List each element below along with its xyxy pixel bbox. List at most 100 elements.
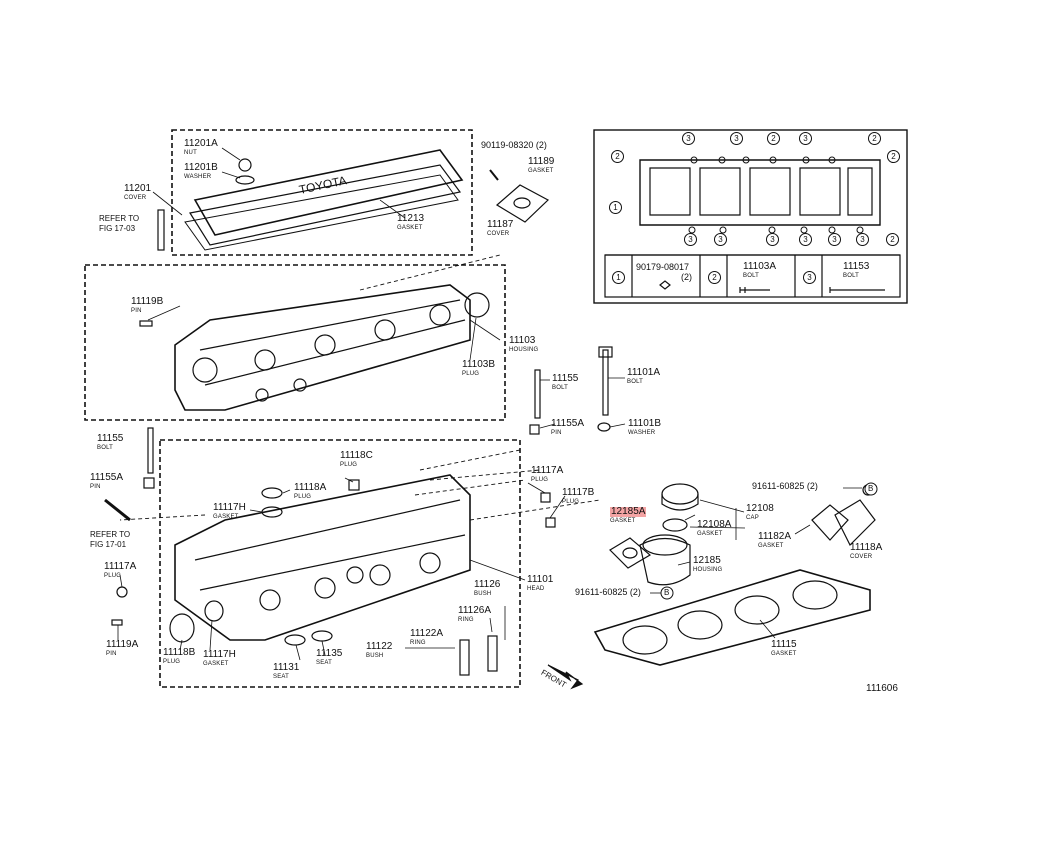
part-name: GASKET: [771, 651, 797, 657]
part-number: 11155A: [551, 418, 584, 429]
cover-11118A-drawing: [834, 499, 876, 547]
part-number: 11131: [273, 662, 300, 673]
part-name: PLUG: [462, 371, 480, 377]
inset-callout: 3: [766, 233, 779, 246]
refer-line-1: REFER TO: [99, 214, 140, 223]
part-number: 91611-60825 (2): [575, 587, 641, 597]
part-number: 11118A: [850, 542, 883, 553]
inset-callout: 2: [767, 132, 780, 145]
part-number: 11118A: [294, 482, 327, 493]
part-label-90119-08320[interactable]: 90119-08320 (2): [481, 141, 547, 150]
part-name: PIN: [551, 430, 562, 436]
part-number: 11117H: [203, 649, 236, 660]
part-name: RING: [458, 617, 474, 623]
part-name: BOLT: [552, 385, 569, 391]
plug-11117A-left-drawing: [116, 586, 128, 598]
part-number: 11115: [771, 639, 797, 650]
bolt-11155-left-drawing: [147, 427, 154, 474]
nut-11201A-drawing: [238, 158, 252, 172]
part-number: 11117H: [213, 502, 246, 513]
part-name: WASHER: [184, 174, 212, 180]
part-number: 11101: [527, 574, 554, 585]
part-name: GASKET: [528, 168, 554, 174]
part-label-91611-60825-bottom[interactable]: 91611-60825 (2): [575, 588, 641, 597]
inset-callout: 2: [611, 150, 624, 163]
camshaft-housing-group-box: [84, 264, 506, 421]
front-arrow: [547, 664, 584, 690]
part-number: 11103A: [743, 261, 776, 272]
bolt-11101A-drawing: [602, 349, 609, 416]
inset-callout: 3: [684, 233, 697, 246]
part-number: 11189: [528, 156, 555, 167]
valve-cover-group-box: [171, 129, 473, 256]
part-number: 12108A: [697, 519, 732, 530]
refer-line-1: REFER TO: [90, 530, 131, 539]
washer-11101B-drawing: [597, 422, 611, 432]
inset-table-marker: 2: [708, 271, 721, 284]
part-number: 11101A: [627, 367, 660, 378]
part-number: 11201B: [184, 162, 218, 173]
part-number: 11135: [316, 648, 343, 659]
part-name: PLUG: [104, 573, 122, 579]
part-number: 12185A: [610, 506, 647, 517]
part-name: SEAT: [273, 674, 290, 680]
camshaft-housing-drawing: [174, 284, 471, 411]
part-number: 11103: [509, 335, 536, 346]
part-number: 11122A: [410, 628, 443, 639]
gasket-11182A-drawing: [811, 504, 849, 541]
part-name: PIN: [90, 484, 101, 490]
inset-table-marker: 1: [612, 271, 625, 284]
part-number: 11117B: [562, 487, 595, 498]
part-name: GASKET: [203, 661, 229, 667]
part-number: 11201A: [184, 138, 218, 149]
cover-11187-drawing: [495, 184, 550, 223]
part-name: SEAT: [316, 660, 333, 666]
part-label-91611-60825-top[interactable]: 91611-60825 (2): [752, 482, 818, 491]
part-name: GASKET: [610, 518, 636, 524]
inset-table-part-90179[interactable]: 90179-08017(2): [636, 262, 692, 282]
